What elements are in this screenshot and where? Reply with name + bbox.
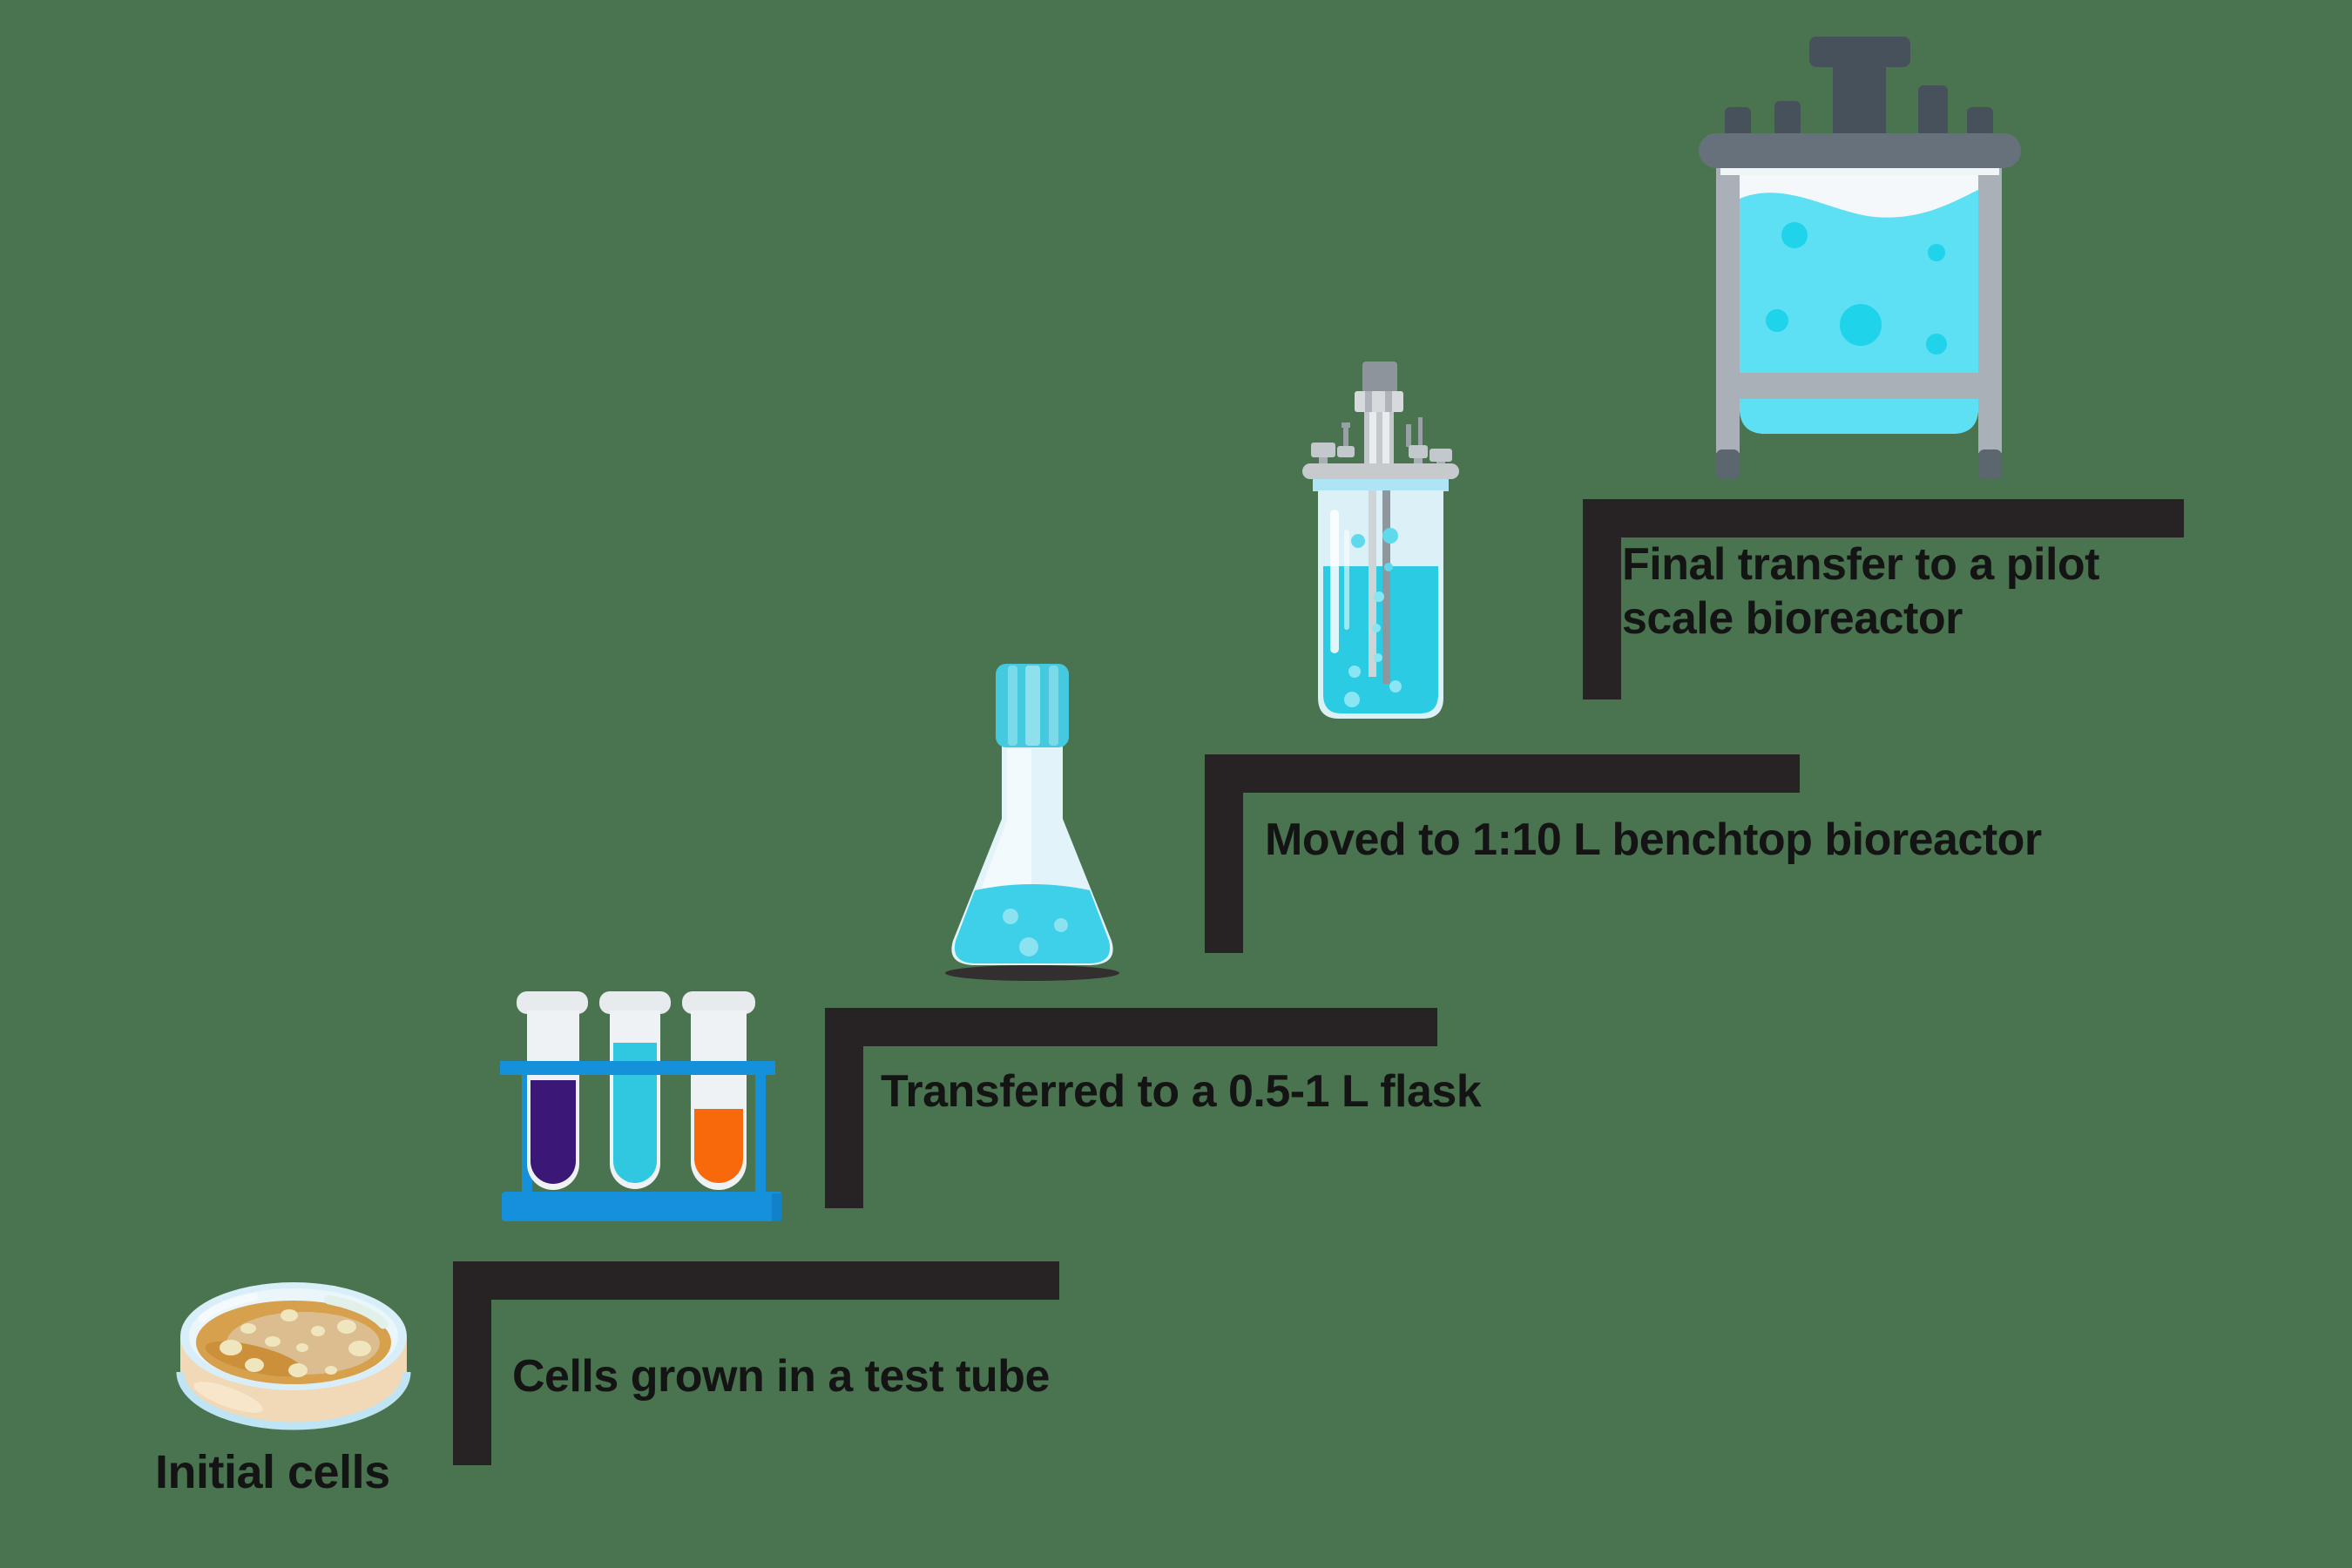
- frame-crossbar: [1716, 373, 2002, 399]
- support-frame: [1716, 146, 2002, 479]
- vessel-liquid: [1323, 566, 1438, 713]
- flask-liquid: [954, 884, 1111, 963]
- erlenmeyer-flask-icon: [945, 664, 1119, 981]
- step-2-horizontal-bar: [825, 1008, 1437, 1046]
- petri-dish-icon: [176, 1282, 411, 1430]
- lid-ports: [1311, 417, 1452, 470]
- agitator-motor: [1725, 37, 1993, 138]
- stage-label-flask: Transferred to a 0.5-1 L flask: [881, 1066, 1482, 1117]
- step-1-horizontal-bar: [453, 1261, 1059, 1300]
- bioreactor-bubbles: [1344, 528, 1402, 707]
- test-tube-2: [599, 991, 671, 1189]
- benchtop-bioreactor-icon: [1302, 362, 1459, 719]
- tank-bubbles: [1766, 222, 1947, 355]
- stirrer-motor: [1355, 362, 1403, 466]
- step-3-horizontal-bar: [1205, 754, 1800, 793]
- step-3-vertical-bar: [1205, 754, 1243, 953]
- step-1-vertical-bar: [453, 1261, 491, 1465]
- flask-cap: [996, 664, 1069, 747]
- tank-lid: [1699, 133, 2021, 168]
- test-tube-rack-icon: [500, 991, 782, 1221]
- test-tube-1: [517, 991, 588, 1190]
- flask-bubbles: [1003, 909, 1068, 956]
- step-4-horizontal-bar: [1583, 499, 2184, 537]
- cell-colonies: [220, 1309, 371, 1377]
- flask-shadow: [945, 965, 1119, 981]
- vessel-lid: [1302, 463, 1459, 479]
- pilot-scale-bioreactor-icon: [1699, 37, 2021, 479]
- stage-label-benchtop-bioreactor: Moved to 1:10 L benchtop bioreactor: [1265, 814, 2042, 865]
- vessel-neck: [1313, 479, 1449, 491]
- stage-label-pilot-bioreactor: Final transfer to a pilot scale bioreact…: [1622, 539, 2100, 644]
- step-2-vertical-bar: [825, 1008, 863, 1208]
- stage-label-initial-cells: Initial cells: [155, 1446, 390, 1498]
- test-tube-3: [682, 991, 755, 1190]
- step-4-vertical-bar: [1583, 499, 1621, 700]
- stage-label-test-tube: Cells grown in a test tube: [512, 1351, 1050, 1402]
